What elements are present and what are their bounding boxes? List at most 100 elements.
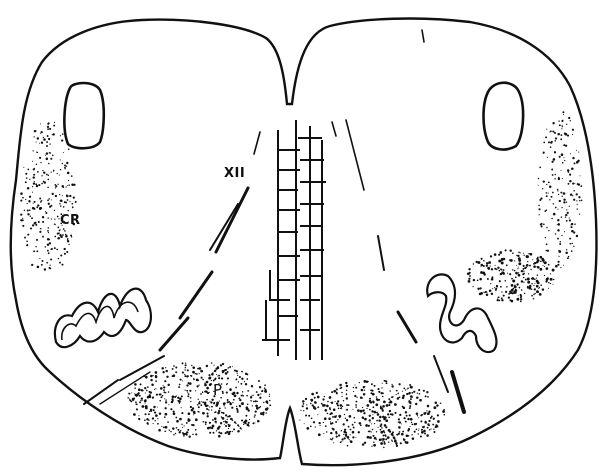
stipple-dot [409, 384, 411, 386]
stipple-dot [477, 279, 479, 281]
stipple-dot [348, 426, 350, 428]
stipple-dot [165, 413, 168, 416]
stipple-dot [155, 414, 158, 417]
stipple-dot [241, 371, 243, 373]
stipple-dot [237, 409, 239, 411]
stipple-dot [426, 410, 427, 411]
stipple-dot [64, 248, 66, 250]
stipple-dot [229, 388, 232, 391]
stipple-dot [330, 438, 331, 439]
stipple-dot [225, 421, 228, 424]
stipple-dot [514, 260, 515, 261]
stipple-dot [339, 384, 342, 387]
stipple-dot [195, 373, 196, 374]
stipple-dot [546, 278, 549, 281]
stipple-dot [570, 243, 572, 245]
stipple-dot [420, 420, 422, 422]
stipple-left-pyramid [127, 362, 271, 438]
stipple-dot [164, 380, 166, 382]
stipple-dot [188, 394, 189, 395]
stipple-dot [246, 395, 248, 397]
stipple-dot [186, 422, 188, 424]
stipple-dot [507, 273, 508, 274]
stipple-dot [531, 295, 533, 297]
stipple-dot [525, 266, 527, 268]
stipple-dot [39, 157, 41, 159]
stipple-dot [260, 406, 261, 407]
stipple-dot [218, 410, 220, 412]
stipple-dot [145, 399, 147, 401]
stipple-dot [364, 381, 366, 383]
stipple-dot [425, 412, 427, 414]
stipple-dot [55, 187, 56, 188]
stipple-dot [255, 410, 257, 412]
stipple-dot [539, 167, 541, 169]
stipple-dot [486, 262, 488, 264]
stipple-dot [491, 293, 493, 295]
stipple-dot [62, 163, 63, 164]
stipple-dot [352, 424, 354, 426]
stipple-dot [191, 365, 192, 366]
stipple-dot [518, 272, 519, 273]
stipple-dot [377, 413, 380, 416]
stipple-dot [517, 268, 518, 269]
stipple-dot [562, 111, 564, 113]
stipple-right-olive-area [467, 249, 555, 302]
stipple-dot [75, 201, 77, 203]
stipple-dot [40, 162, 41, 163]
stipple-dot [206, 413, 208, 415]
stipple-dot [385, 419, 388, 422]
stipple-dot [420, 435, 422, 437]
stipple-dot [240, 383, 242, 385]
stipple-dot [546, 129, 547, 130]
stipple-dot [179, 403, 180, 404]
stipple-dot [520, 299, 521, 300]
stipple-dot [236, 370, 238, 372]
stipple-dot [303, 403, 305, 405]
stipple-dot [218, 431, 220, 433]
stipple-dot [209, 401, 210, 402]
stipple-dot [495, 265, 496, 266]
stipple-dot [178, 386, 180, 388]
stipple-dot [246, 384, 247, 385]
stipple-dot [264, 384, 266, 386]
stipple-dot [60, 254, 62, 256]
stipple-dot [542, 188, 543, 189]
stipple-dot [51, 199, 52, 200]
stipple-dot [311, 401, 312, 402]
stipple-dot [345, 434, 347, 436]
stipple-dot [398, 393, 399, 394]
stipple-dot [57, 216, 59, 218]
stipple-dot [226, 383, 228, 385]
stipple-dot [343, 437, 345, 439]
stipple-dot [67, 185, 68, 186]
stipple-dot [223, 421, 224, 422]
stipple-dot [206, 408, 208, 410]
stipple-dot [570, 224, 571, 225]
stipple-dot [193, 379, 195, 381]
stipple-dot [376, 398, 378, 400]
stipple-dot [332, 428, 334, 430]
stipple-dot [205, 424, 207, 426]
stipple-dot [514, 289, 517, 292]
stipple-dot [238, 397, 240, 399]
stipple-dot [562, 120, 563, 121]
stipple-dot [560, 241, 561, 242]
stipple-dot [550, 146, 552, 148]
stipple-dot [352, 436, 354, 438]
stipple-dot [541, 225, 543, 227]
stipple-dot [70, 235, 72, 237]
stipple-dot [211, 373, 214, 376]
stipple-dot [559, 124, 561, 126]
stipple-dot [26, 244, 28, 246]
stipple-dot [487, 278, 489, 280]
stipple-dot [499, 270, 501, 272]
stipple-dot [26, 240, 28, 242]
stipple-dot [215, 377, 217, 379]
stipple-dot [224, 424, 225, 425]
stipple-dot [562, 196, 563, 197]
stipple-dot [371, 446, 372, 447]
stipple-dot [341, 408, 342, 409]
stipple-dot [47, 230, 49, 232]
stipple-dot [47, 250, 49, 252]
